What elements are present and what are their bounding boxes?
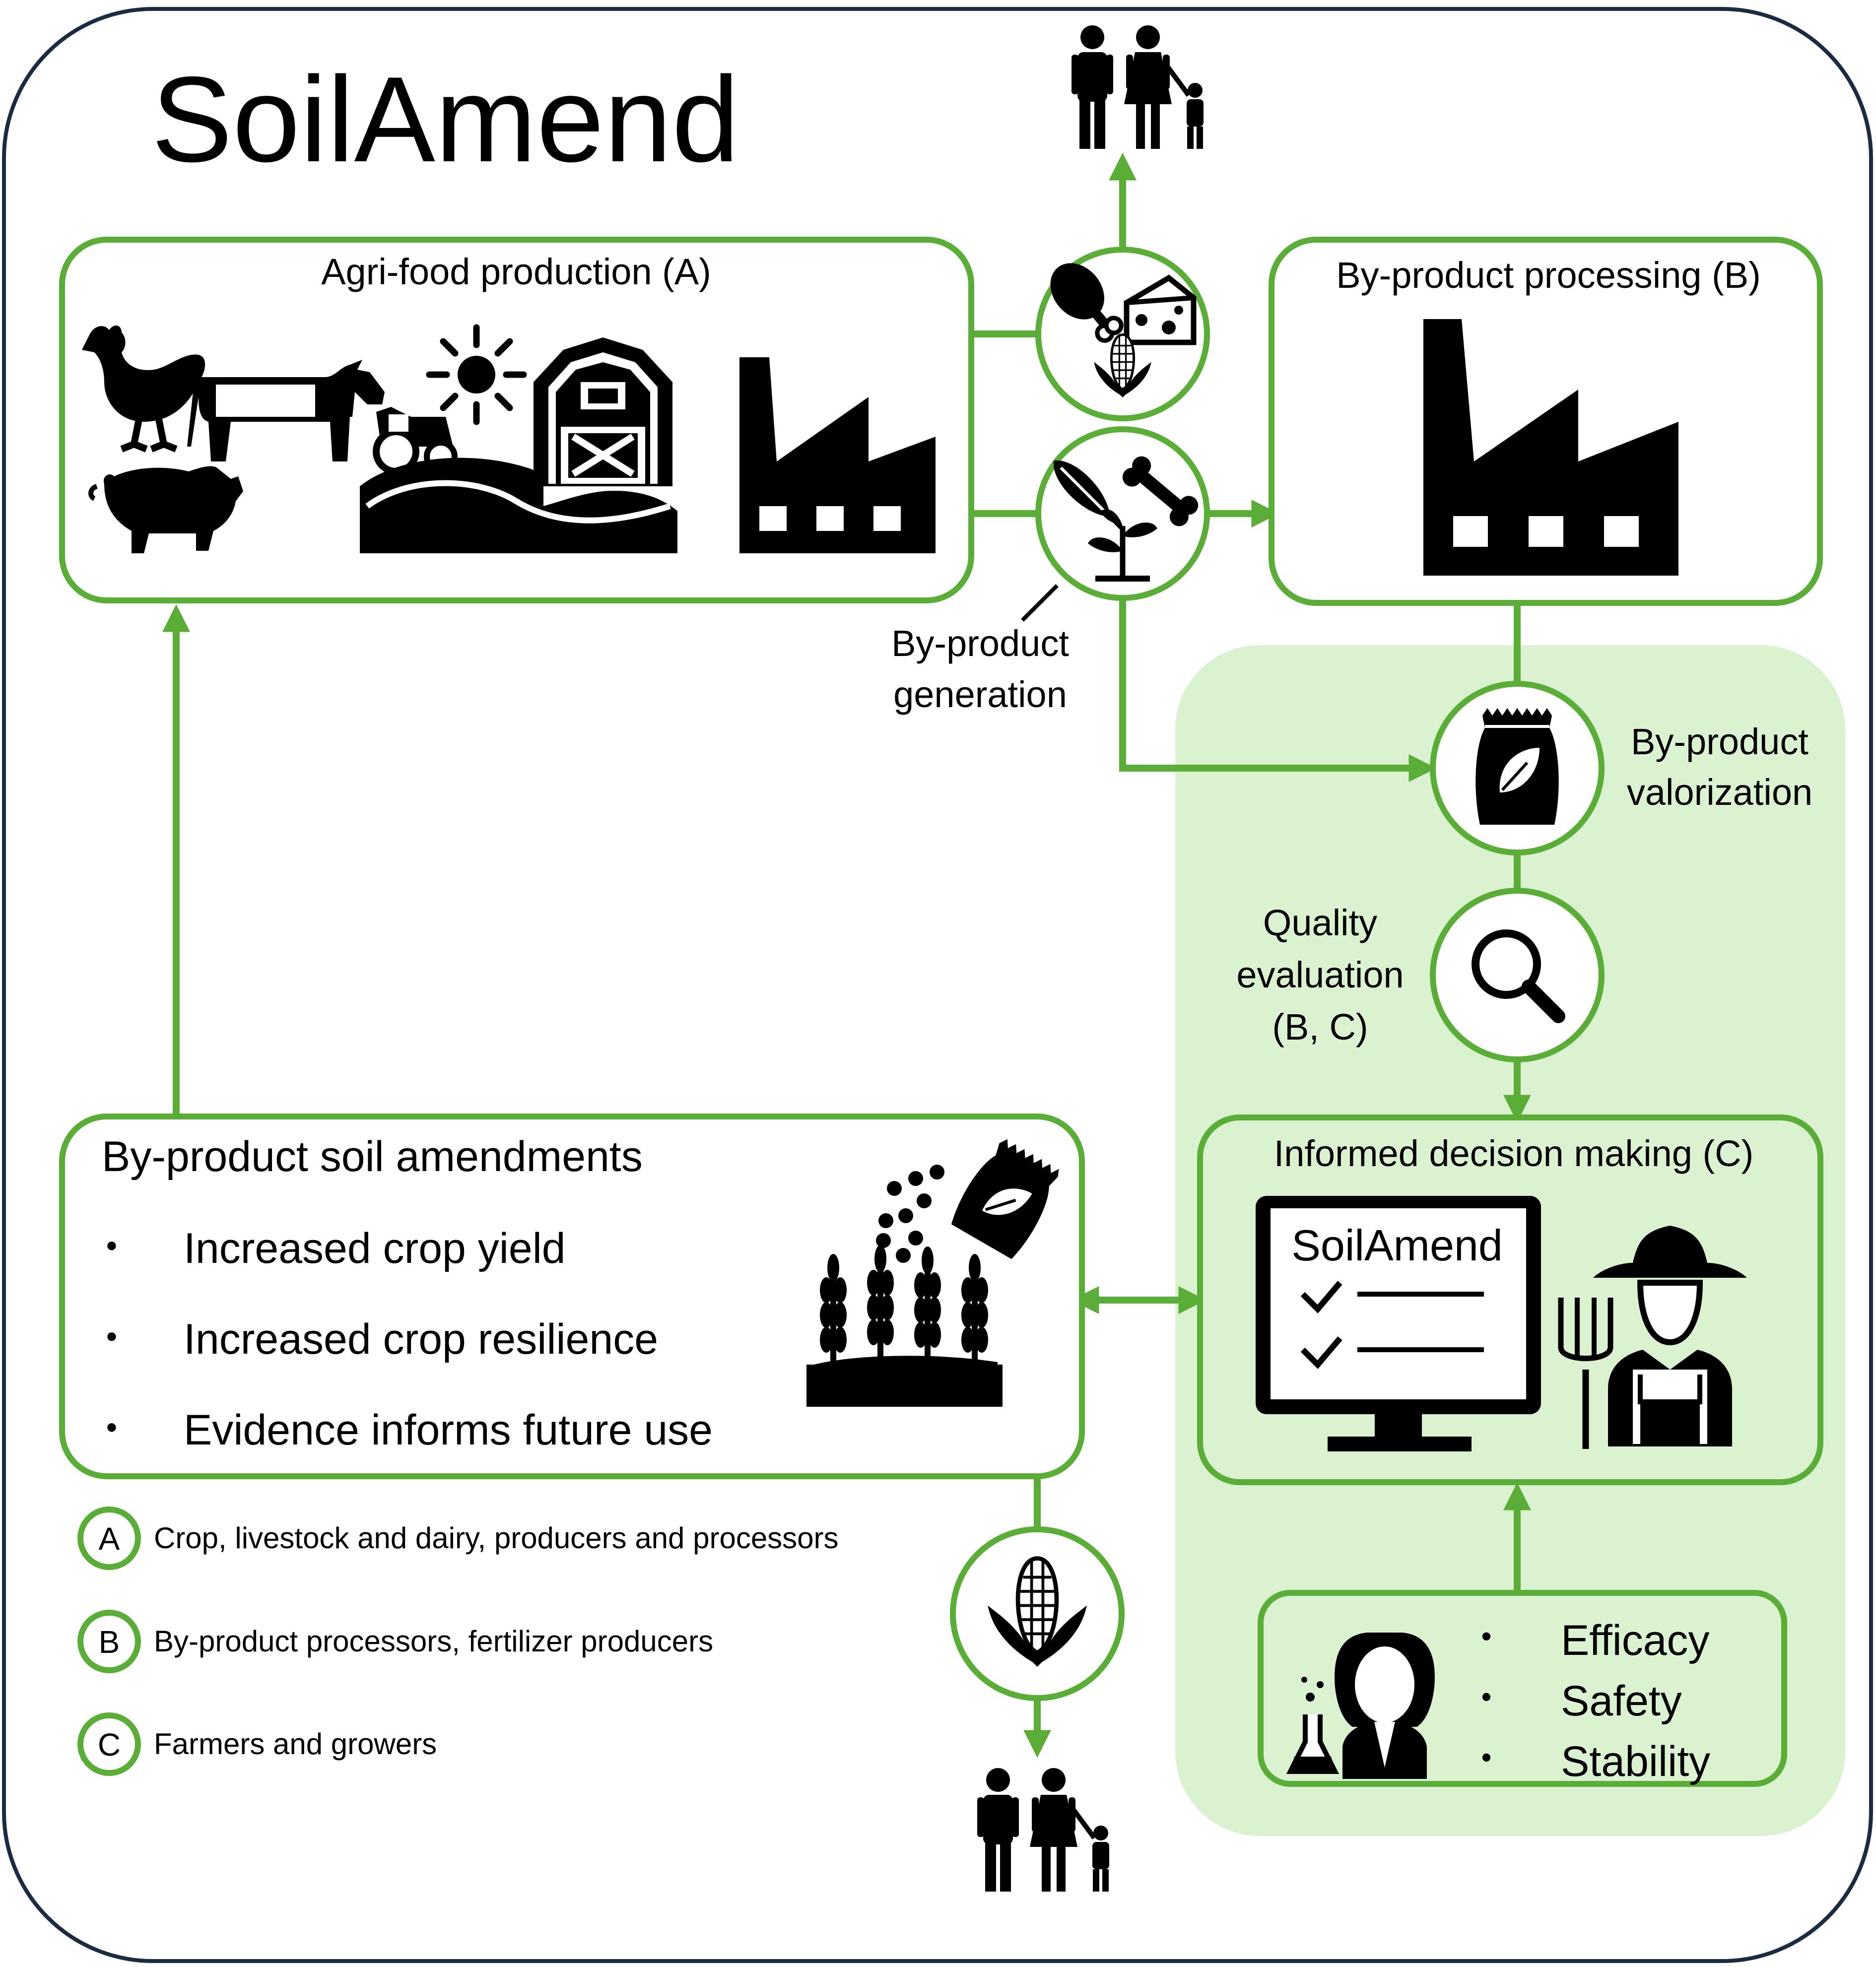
research-item-efficacy: Efficacy [1561,1617,1710,1664]
tractor-icon [373,407,458,475]
quality-evaluation-label: Quality [1263,902,1377,943]
byproduct-valorization-label: By-product [1631,721,1809,762]
crop-output-node [950,1526,1125,1701]
drumstick-icon [1050,263,1124,343]
byproduct-valorization-label-2: valorization [1627,772,1812,813]
byproduct-generation-label: By-product [891,623,1069,664]
research-item-stability: Stability [1561,1738,1710,1785]
research-item-safety: Safety [1561,1677,1682,1725]
bone-icon [1122,456,1199,526]
byproduct-processing-box: By-product processing (B) [1269,237,1823,606]
quality-evaluation-label-2: evaluation [1236,954,1404,995]
byproduct-processing-title: By-product processing (B) [1336,255,1760,296]
page-title: SoilAmend [151,51,739,187]
research-bullet: • [1481,1620,1491,1653]
legend-text-b: By-product processors, fertilizer produc… [154,1625,713,1658]
legend-key-a: A [99,1521,120,1557]
quality-evaluation-node [1430,888,1605,1062]
soil-amendments-title: By-product soil amendments [102,1133,643,1180]
informed-decision-box: Informed decision making (C) SoilAmend [1197,1115,1823,1485]
connectors [162,152,1531,1758]
amendment-item-resilience: Increased crop resilience [184,1315,658,1363]
checkmark-icon [1300,1336,1342,1369]
agri-food-box: Agri-food production (A) [59,237,974,603]
magnifier-icon [1472,929,1565,1023]
research-bullet: • [1481,1741,1491,1774]
factory-icon [1423,319,1678,576]
fertilizer-bag-icon [1475,708,1559,825]
monitor-screen-label: SoilAmend [1291,1221,1503,1270]
amendment-bullet: • [106,1228,117,1263]
sun-icon [426,324,527,425]
legend-text-c: Farmers and growers [154,1727,437,1761]
legend-item-c: C Farmers and growers [77,1712,437,1776]
amendment-bullet: • [106,1318,117,1354]
pitchfork-icon [1558,1298,1613,1449]
byproduct-valorization-node [1430,681,1605,855]
plant-icon [1088,509,1157,582]
family-icon [1072,25,1204,149]
soil-amendments-box: By-product soil amendments • • • Increas… [59,1114,1085,1479]
informed-decision-title: Informed decision making (C) [1274,1133,1753,1174]
monitor-icon: SoilAmend [1256,1196,1541,1451]
byproduct-generation-label-2: generation [893,674,1067,715]
quality-evaluation-label-3: (B, C) [1272,1006,1368,1048]
legend-key-b: B [99,1624,120,1660]
hills-icon [360,458,677,553]
legend-item-b: B By-product processors, fertilizer prod… [77,1610,713,1673]
farmer-icon [1593,1226,1747,1446]
research-box: • • • Efficacy Safety Stability [1258,1590,1787,1787]
checkmark-icon [1300,1281,1342,1313]
legend-key-c: C [98,1727,121,1763]
pig-icon [88,466,244,553]
cow-icon [187,360,385,461]
legend-text-a: Crop, livestock and dairy, producers and… [154,1521,839,1555]
legend-item-a: A Crop, livestock and dairy, producers a… [77,1507,839,1570]
research-bullet: • [1481,1680,1491,1713]
scientist-icon [1286,1633,1435,1779]
amendment-item-yield: Increased crop yield [184,1225,566,1272]
chicken-icon [82,325,205,453]
family-icon [977,1768,1109,1892]
legend: A Crop, livestock and dairy, producers a… [77,1507,839,1776]
amendment-bullet: • [106,1409,117,1445]
factory-icon [739,357,936,553]
agri-food-title: Agri-food production (A) [321,251,711,292]
barn-icon [534,337,672,486]
byproduct-generation-node [1035,426,1210,601]
amendment-item-evidence: Evidence informs future use [184,1406,713,1454]
crops-fertilizer-icon [806,1139,1059,1407]
generation-pointer [1021,584,1059,622]
food-products-node [1035,247,1210,421]
